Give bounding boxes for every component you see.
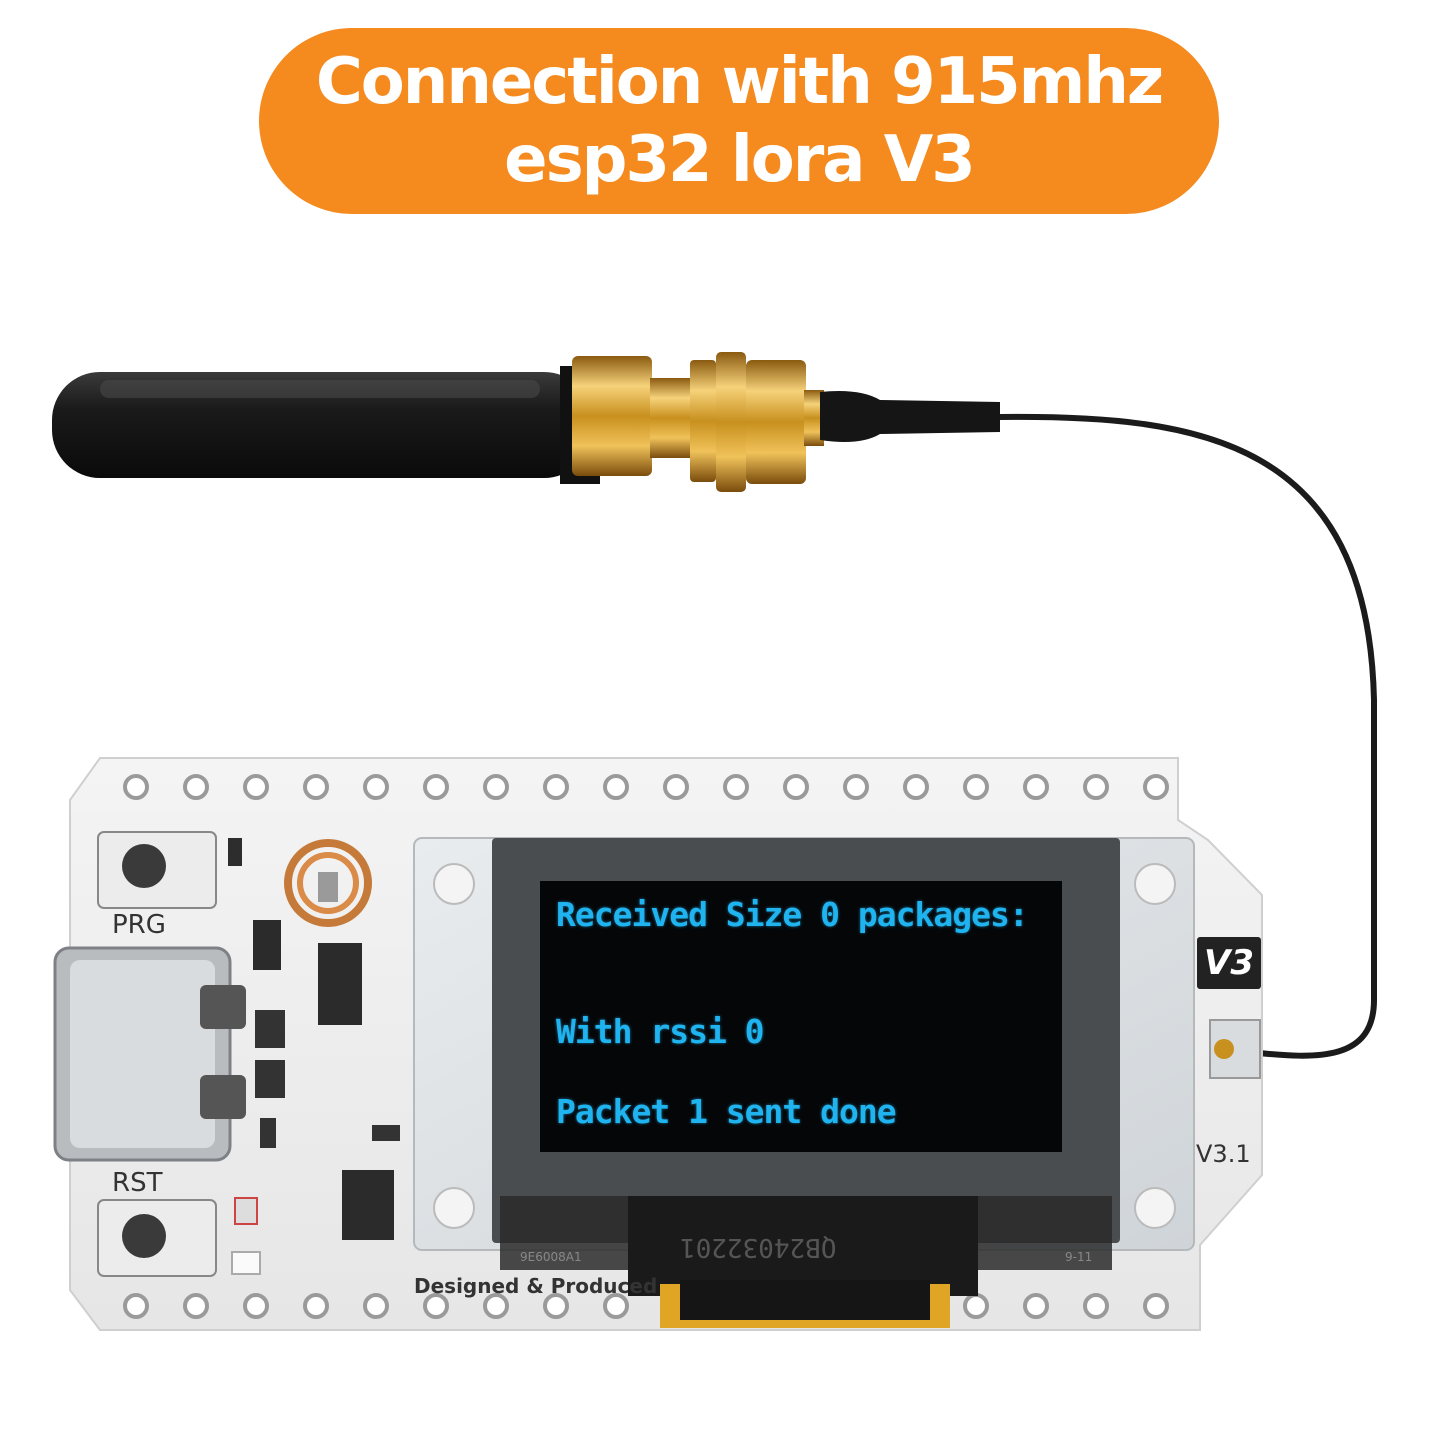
panel-code-label: 9E6008A1 — [520, 1250, 582, 1264]
chip-code-label: QB24032201 — [680, 1232, 837, 1262]
title-line-2: esp32 lora V3 — [504, 123, 976, 197]
oled-line-packet: Packet 1 sent done — [556, 1092, 897, 1131]
footer-label: Designed & Produced — [414, 1274, 658, 1298]
panel-date-label: 9-11 — [1065, 1250, 1093, 1264]
antenna-icon — [52, 352, 1377, 1059]
oled-line-rssi: With rssi 0 — [556, 1012, 765, 1051]
version-badge: V3 — [1197, 937, 1261, 989]
title-line-1: Connection with 915mhz — [315, 45, 1164, 119]
title-banner: Connection with 915mhz esp32 lora V3 — [259, 28, 1219, 214]
pcb-board — [53, 757, 1263, 1331]
oled-line-received: Received Size 0 packages: — [556, 895, 1029, 934]
prg-button-label: PRG — [112, 910, 166, 940]
rst-button-label: RST — [112, 1168, 163, 1198]
revision-label: V3.1 — [1196, 1140, 1251, 1168]
usb-c-port-icon — [53, 946, 246, 1162]
